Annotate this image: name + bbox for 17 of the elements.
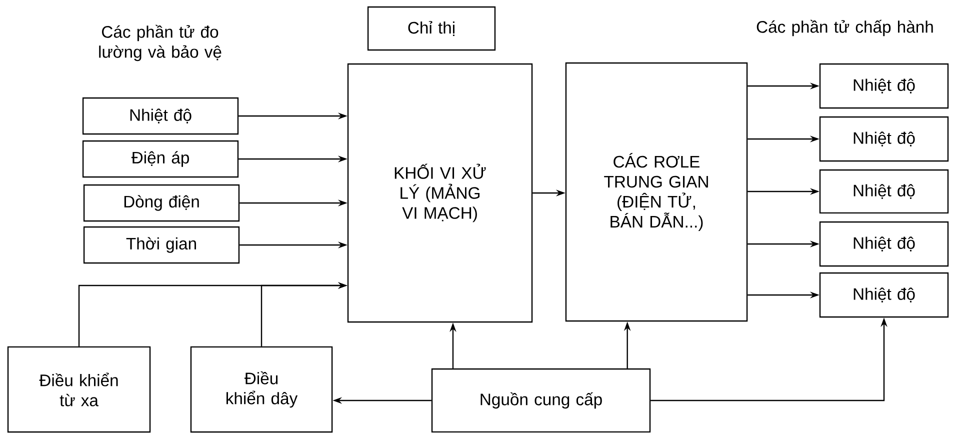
process-box: Nhiệt độ xyxy=(819,169,949,214)
process-box: Nhiệt độ xyxy=(82,97,239,135)
process-box: Nhiệt độ xyxy=(819,272,949,318)
process-box: Điều khiển từ xa xyxy=(7,346,151,433)
process-box: Nhiệt độ xyxy=(819,116,949,162)
process-box: Nguồn cung cấp xyxy=(431,368,651,433)
process-box: Điều khiển dây xyxy=(190,346,333,433)
heading: Các phần tử chấp hành xyxy=(756,20,933,36)
relay-block: CÁC RƠLE TRUNG GIAN (ĐIỆN TỬ, BÁN DẪN...) xyxy=(565,62,748,322)
process-box: Nhiệt độ xyxy=(819,63,949,109)
process-box: Điện áp xyxy=(82,140,239,178)
heading: Các phần tử đo lường và bảo vệ xyxy=(99,24,222,62)
process-box: Dòng điện xyxy=(83,184,240,222)
process-box: Chỉ thị xyxy=(367,6,496,51)
processor-block: KHỐI VI XỬ LÝ (MẢNG VI MẠCH) xyxy=(347,63,533,323)
process-box: Nhiệt độ xyxy=(819,221,949,267)
process-box: Thời gian xyxy=(83,226,240,264)
